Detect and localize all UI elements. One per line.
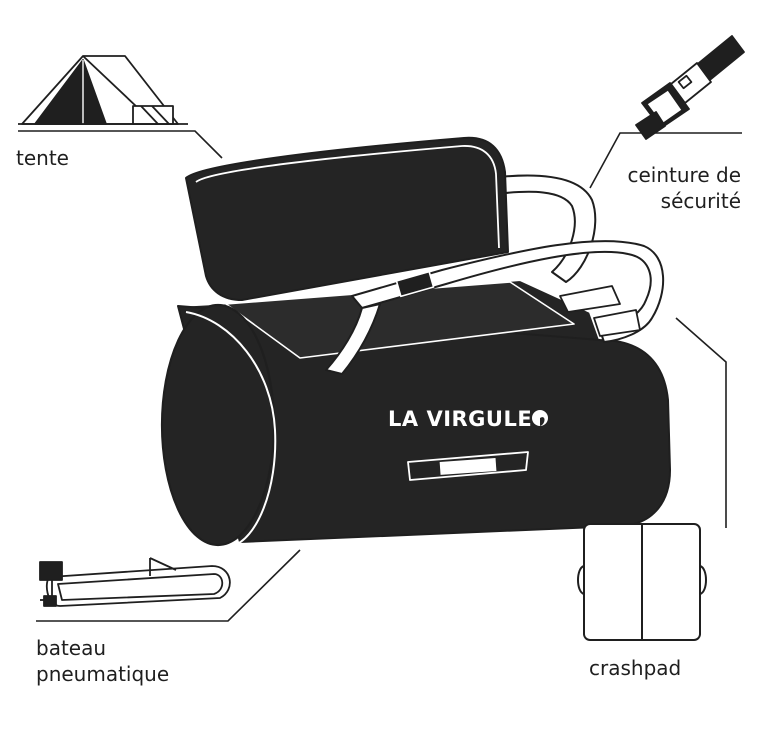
duffel-bag-illustration [160, 136, 671, 547]
label-tente-text: tente [16, 146, 69, 170]
leader-line-crashpad [675, 317, 727, 528]
label-bateau-pneumatique: bateau pneumatique [36, 635, 169, 687]
tent-icon [18, 55, 188, 125]
seatbelt-icon [635, 35, 745, 140]
brand-logo-mark [532, 410, 548, 426]
label-crashpad-text: crashpad [589, 656, 682, 680]
leader-lines [18, 130, 742, 622]
label-tente: tente [16, 145, 69, 171]
label-ceinture-line-1: ceinture de [627, 163, 742, 187]
leader-line-ceinture [589, 132, 742, 189]
label-ceinture-line-2: sécurité [660, 189, 741, 213]
brand-logo-text: LA VIRGULE [388, 407, 532, 431]
label-crashpad: crashpad [589, 655, 681, 681]
leader-line-bateau [36, 549, 301, 622]
inflatable-boat-icon [39, 557, 231, 607]
label-bateau-line-2: pneumatique [36, 662, 170, 686]
label-ceinture-de-securite: ceinture de sécurité [628, 162, 742, 214]
leader-line-tente [18, 130, 223, 159]
crashpad-icon [577, 523, 707, 641]
label-bateau-line-1: bateau [36, 636, 107, 660]
